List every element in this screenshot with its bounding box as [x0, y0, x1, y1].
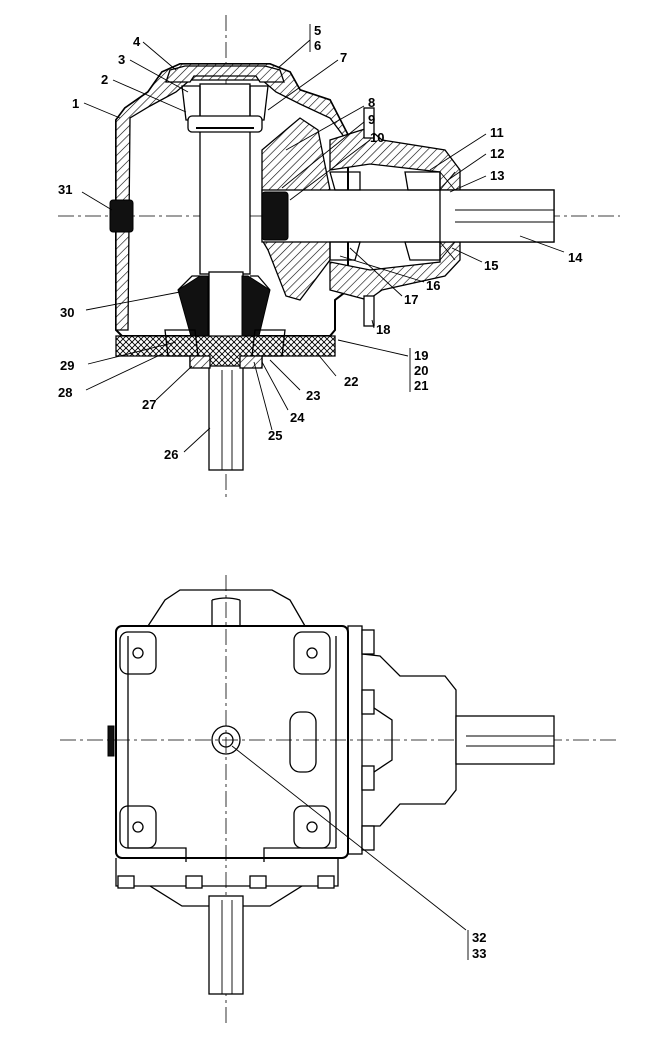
mounting-hole-bl [132, 821, 144, 833]
lower-seal [189, 355, 211, 369]
section-view [58, 15, 620, 500]
callout-26: 26 [164, 447, 178, 462]
callout-13: 13 [490, 168, 504, 183]
plan-view [60, 575, 618, 1025]
leader-lines [81, 24, 565, 960]
lower-pinion-right [241, 275, 271, 341]
callout-31: 31 [58, 182, 72, 197]
plan-vertical-shaft [208, 895, 244, 995]
mounting-hole-tl [132, 647, 144, 659]
bolt-bottom [363, 295, 375, 327]
mounting-hole-tr [306, 647, 318, 659]
callout-8: 8 [368, 95, 375, 110]
callout-23: 23 [306, 388, 320, 403]
oblong-boss [289, 711, 317, 773]
base-rail [115, 858, 339, 887]
callout-4: 4 [133, 34, 141, 49]
callout-28: 28 [58, 385, 72, 400]
callout-12: 12 [490, 146, 504, 161]
callout-17: 17 [404, 292, 418, 307]
center-plug [211, 725, 241, 755]
callout-9: 9 [368, 112, 375, 127]
housing-plan [115, 625, 349, 859]
callout-18: 18 [376, 322, 390, 337]
top-cap [165, 65, 285, 83]
vertical-shaft [199, 83, 251, 275]
callout-10: 10 [370, 130, 384, 145]
bolt-top [363, 107, 375, 139]
callout-33: 33 [472, 946, 486, 961]
vertical-output-shaft [208, 271, 244, 471]
callout-30: 30 [60, 305, 74, 320]
callout-19: 19 [414, 348, 428, 363]
callout-21: 21 [414, 378, 428, 393]
callout-25: 25 [268, 428, 282, 443]
callout-15: 15 [484, 258, 498, 273]
callout-29: 29 [60, 358, 74, 373]
callout-27: 27 [142, 397, 156, 412]
callout-2: 2 [101, 72, 108, 87]
callout-5: 5 [314, 23, 321, 38]
callout-14: 14 [568, 250, 583, 265]
callout-24: 24 [290, 410, 305, 425]
mounting-hole-br [306, 821, 318, 833]
bottom-cover [115, 335, 336, 367]
housing-wall-left [115, 63, 349, 331]
callout-7: 7 [340, 50, 347, 65]
bolt-plan-3 [361, 765, 375, 791]
plan-horizontal-shaft [455, 715, 555, 765]
callout-3: 3 [118, 52, 125, 67]
callout-16: 16 [426, 278, 440, 293]
top-boss [147, 589, 306, 627]
shaft-plug [261, 191, 289, 241]
callout-11: 11 [490, 125, 504, 140]
callout-6: 6 [314, 38, 321, 53]
bolt-plan-4 [361, 825, 375, 851]
lower-pinion-left [177, 275, 209, 341]
bolt-plan-2 [361, 689, 375, 715]
callout-labels: 1 2 3 4 5 6 7 8 9 10 11 12 13 14 15 16 1… [58, 23, 583, 961]
flange-plate [347, 625, 363, 855]
inner-bearing [329, 171, 361, 261]
callout-1: 1 [72, 96, 79, 111]
callout-32: 32 [472, 930, 486, 945]
bolt-plan-1 [361, 629, 375, 655]
callout-22: 22 [344, 374, 358, 389]
side-plug [109, 199, 134, 233]
callout-20: 20 [414, 363, 428, 378]
